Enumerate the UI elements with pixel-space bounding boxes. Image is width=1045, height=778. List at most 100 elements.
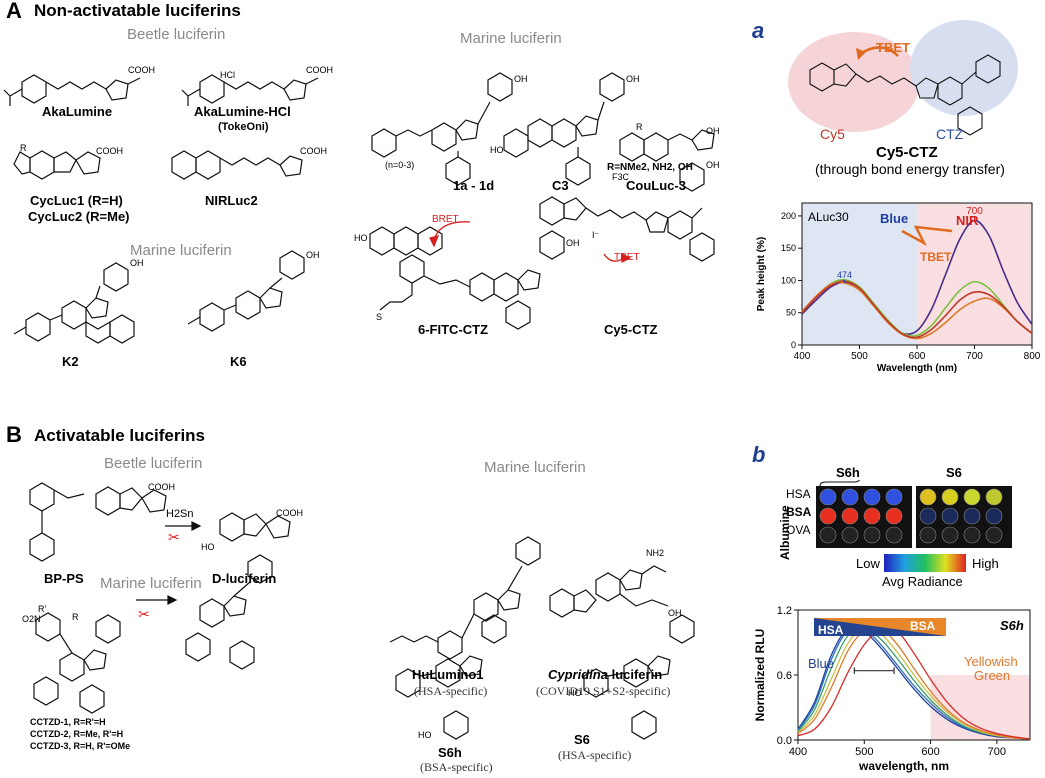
well-s6h — [885, 488, 903, 506]
chart-a-nir: NIR — [956, 213, 979, 228]
dluciferin-structure — [219, 512, 291, 542]
chart-a-series-1 — [801, 278, 1033, 337]
akalumine-name: AkaLumine — [42, 104, 113, 119]
cy5-ctz-diagram — [788, 20, 1018, 136]
panel-a-marine-label-left: Marine luciferin — [130, 242, 232, 259]
cy5-ctz-title: Cy5-CTZ — [876, 144, 938, 161]
couluc3-note: R=NMe2, NH2, OH — [607, 162, 693, 173]
chart-a-series-2 — [801, 281, 1033, 340]
c3-ho: HO — [490, 145, 504, 155]
chart-b-hsa-wedge — [814, 618, 946, 636]
cypridina-structure — [549, 565, 669, 618]
c1a1d-oh: OH — [514, 74, 528, 84]
chart-b-title: S6h — [1000, 618, 1024, 633]
chart-a-blue: Blue — [880, 211, 908, 226]
chart-a-ytick-label: 200 — [781, 211, 796, 221]
well-s6 — [941, 488, 959, 506]
panel-a-marine-label-center: Marine luciferin — [460, 30, 562, 47]
nirluc2-structure — [171, 150, 303, 180]
tokeoni-name: (TokeOni) — [218, 121, 269, 133]
c3-structure — [503, 72, 625, 186]
cypridina-nh2: NH2 — [646, 548, 665, 558]
plate-image — [816, 480, 1012, 548]
cy5-ctz-structure — [539, 162, 715, 262]
cycluc1-name: CycLuc1 (R=H) — [30, 193, 123, 208]
cycluc-cooh: COOH — [96, 146, 123, 156]
cy5-label: Cy5 — [820, 126, 845, 142]
well-s6h — [863, 488, 881, 506]
panel-a-title: Non-activatable luciferins — [34, 1, 241, 20]
k2-oh: OH — [130, 258, 144, 268]
dluciferin-name: D-luciferin — [212, 571, 277, 586]
ctz-region — [910, 20, 1018, 116]
reagent-label: H2Sn — [166, 508, 194, 520]
chart-b-nir-band — [930, 675, 1030, 740]
chart-b-hsa: HSA — [818, 623, 844, 637]
tbet-label-center: TBET — [614, 252, 640, 263]
chart-a-xtick-label: 800 — [1024, 351, 1041, 362]
chart-b-xtick-label: 500 — [855, 746, 873, 758]
plate-row-ova: OVA — [786, 523, 811, 537]
well-s6h — [841, 507, 859, 525]
cypridina-italic: Cypridina — [548, 667, 608, 682]
well-s6h — [863, 526, 881, 544]
chart-b-series-4 — [797, 626, 1031, 740]
fitc-ho: HO — [354, 233, 368, 243]
chart-b-blue: Blue — [808, 656, 834, 671]
chart-b-ylabel: Normalized RLU — [753, 629, 767, 722]
well-s6 — [919, 507, 937, 525]
cy5-region — [788, 32, 920, 132]
akalumine-structure — [3, 74, 141, 106]
panel-b-sub-letter: b — [752, 442, 766, 467]
cctzd-r-prime: R' — [38, 604, 47, 614]
chart-a-ytick-label: 100 — [781, 275, 796, 285]
hulumino1-note: (HSA-specific) — [414, 684, 488, 698]
cy5ctz-center-name: Cy5-CTZ — [604, 322, 658, 337]
chart-b-ytick-label: 1.2 — [777, 605, 792, 617]
well-s6 — [963, 488, 981, 506]
cy5ctz-i: I⁻ — [592, 230, 600, 240]
akalumine-hcl-name: AkaLumine-HCl — [194, 104, 291, 119]
chart-a-ytick-label: 50 — [786, 308, 796, 318]
cycluc-structure — [13, 150, 101, 180]
well-s6 — [985, 507, 1003, 525]
cctzd-o2n: O2N — [22, 614, 41, 624]
well-s6h — [885, 526, 903, 544]
panel-b-marine-label-left: Marine luciferin — [100, 575, 202, 592]
s6-note: (HSA-specific) — [558, 748, 632, 762]
dluciferin-cooh: COOH — [276, 508, 303, 518]
chart-a-tbet-arrow — [901, 225, 953, 247]
chart-a-peak2: 700 — [966, 206, 983, 217]
bpps-structure — [29, 482, 167, 562]
c1a1d-name: 1a - 1d — [453, 178, 495, 193]
well-s6h — [819, 526, 837, 544]
fitc-ctz-structure — [369, 226, 565, 330]
couluc3-structure — [619, 129, 715, 162]
chart-b-ytick-label: 0.0 — [777, 735, 792, 747]
well-s6h — [819, 488, 837, 506]
well-s6h — [841, 526, 859, 544]
cypridina-rest: luciferin — [607, 667, 663, 682]
hcl-atom: HCl — [220, 70, 235, 80]
couluc3-name: CouLuc-3 — [626, 178, 686, 193]
well-s6 — [919, 488, 937, 506]
cycluc2-name: CycLuc2 (R=Me) — [28, 209, 130, 224]
c3-name: C3 — [552, 178, 569, 193]
chart-b-xtick-label: 400 — [789, 746, 807, 758]
k6-oh: OH — [306, 250, 320, 260]
cctzd-r: R — [72, 612, 79, 622]
couluc3-f3c: F3C — [612, 172, 630, 182]
chart-b-ytick-label: 0.6 — [777, 670, 792, 682]
radiance-colorbar — [884, 554, 966, 572]
chart-a-blue-band — [802, 203, 917, 345]
s6-structure — [583, 614, 695, 740]
well-s6 — [985, 526, 1003, 544]
panel-a-letter: A — [6, 0, 22, 23]
well-s6h — [885, 507, 903, 525]
well-s6 — [985, 488, 1003, 506]
plate-col-s6h: S6h — [836, 465, 860, 480]
well-s6h — [863, 507, 881, 525]
chart-a-xtick-label: 600 — [909, 351, 926, 362]
akalumine-hcl-cooh: COOH — [306, 65, 333, 75]
